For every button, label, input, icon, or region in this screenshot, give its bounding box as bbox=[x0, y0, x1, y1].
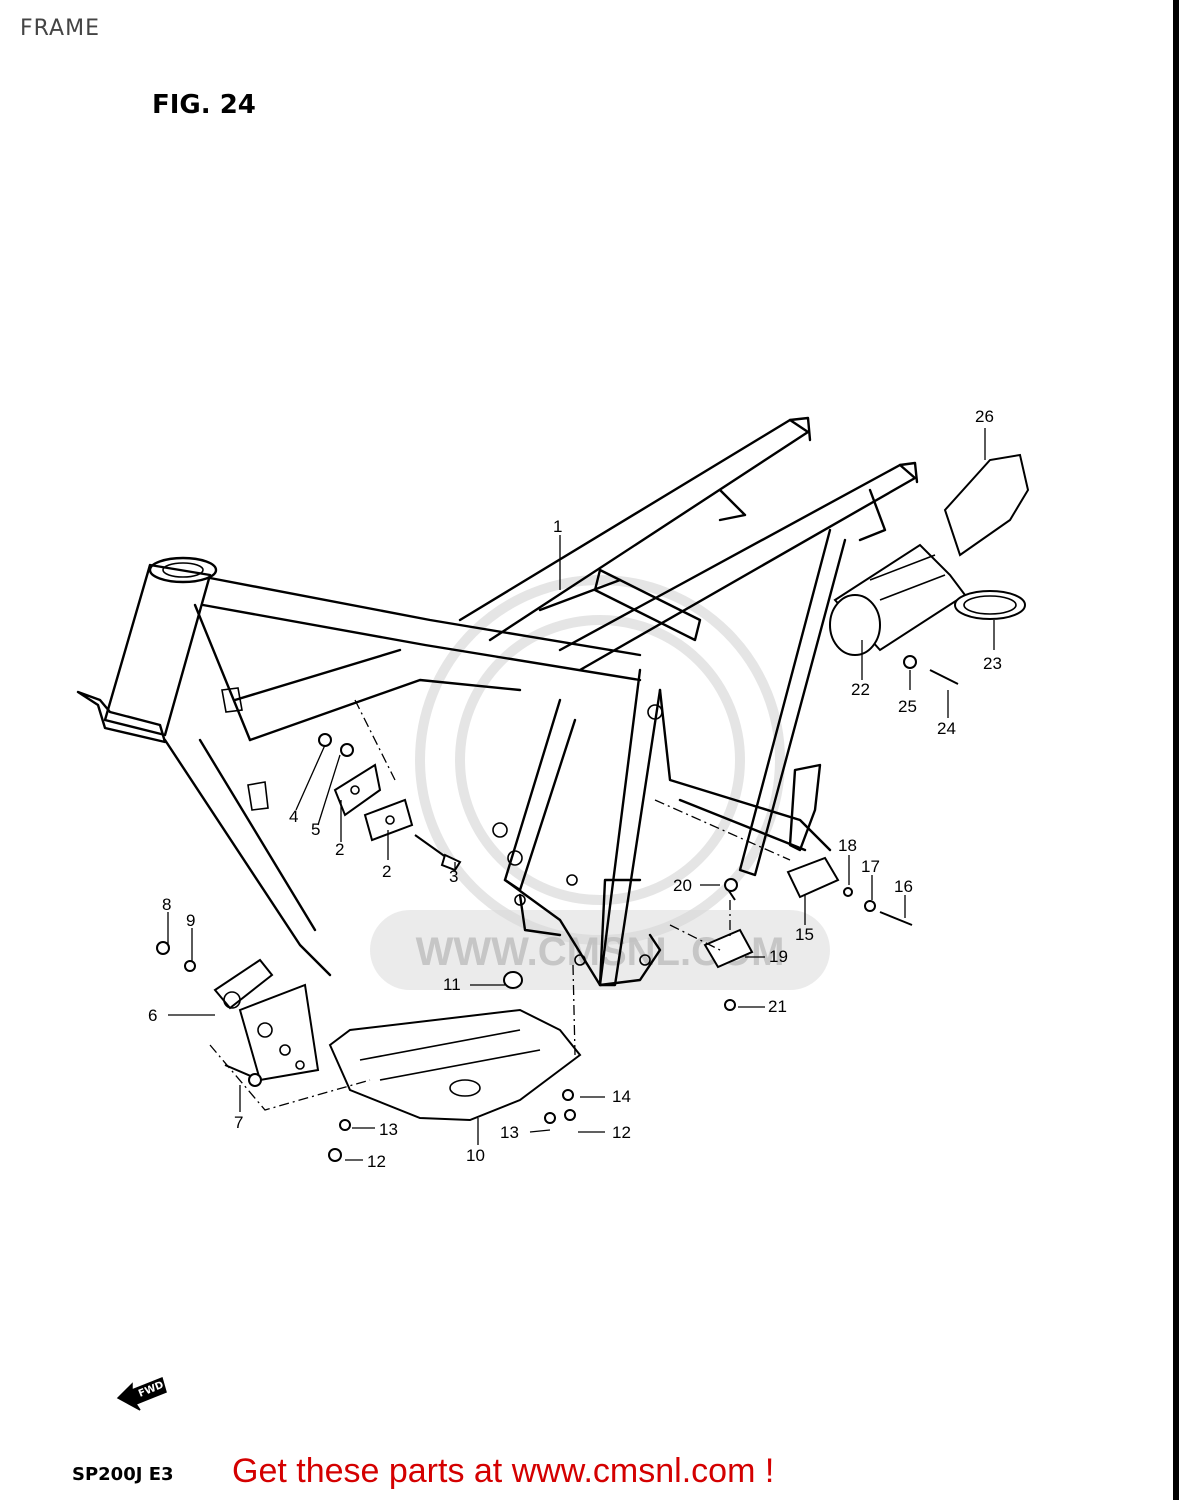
callout-24: 24 bbox=[937, 719, 956, 738]
callout-2b: 2 bbox=[382, 862, 391, 881]
callout-20: 20 bbox=[673, 876, 692, 895]
callout-11: 11 bbox=[443, 975, 461, 994]
watermark-logo: WWW.CMSNL.COM bbox=[370, 575, 830, 990]
page-title: FRAME bbox=[20, 16, 100, 41]
callout-12a: 12 bbox=[367, 1152, 386, 1171]
page-edge-border bbox=[1173, 0, 1179, 1500]
callout-3: 3 bbox=[449, 867, 458, 886]
callout-12b: 12 bbox=[612, 1123, 631, 1142]
callout-numbers: 1 2 2 3 4 5 6 7 8 9 10 11 12 12 13 13 14… bbox=[148, 407, 1002, 1171]
callout-14: 14 bbox=[612, 1087, 631, 1106]
callout-17: 17 bbox=[861, 857, 880, 876]
promo-link-text[interactable]: Get these parts at www.cmsnl.com ! bbox=[232, 1452, 775, 1490]
callout-21: 21 bbox=[768, 997, 787, 1016]
callout-4: 4 bbox=[289, 807, 298, 826]
callout-13a: 13 bbox=[379, 1120, 398, 1139]
engine-mount-plates bbox=[318, 733, 462, 872]
figure-label: FIG. 24 bbox=[152, 90, 256, 120]
rubber-dampers bbox=[703, 856, 913, 1011]
callout-8: 8 bbox=[162, 895, 171, 914]
callout-16: 16 bbox=[894, 877, 913, 896]
callout-23: 23 bbox=[983, 654, 1002, 673]
callout-2a: 2 bbox=[335, 840, 344, 859]
leader-lines bbox=[167, 428, 995, 1161]
callout-22: 22 bbox=[851, 680, 870, 699]
callout-13b: 13 bbox=[500, 1123, 519, 1142]
callout-10: 10 bbox=[466, 1146, 485, 1165]
construction-lines bbox=[209, 699, 791, 1111]
model-code: SP200J E3 bbox=[72, 1464, 174, 1485]
callout-26: 26 bbox=[975, 407, 994, 426]
callout-25: 25 bbox=[898, 697, 917, 716]
forward-arrow-icon: FWD bbox=[116, 1376, 167, 1411]
callout-15: 15 bbox=[795, 925, 814, 944]
callout-9: 9 bbox=[186, 911, 195, 930]
callout-19: 19 bbox=[769, 947, 788, 966]
callout-7: 7 bbox=[234, 1113, 243, 1132]
skid-plate-assembly bbox=[156, 941, 582, 1162]
callout-1: 1 bbox=[553, 517, 562, 536]
main-frame bbox=[76, 416, 919, 987]
callout-5: 5 bbox=[311, 820, 320, 839]
intake-components bbox=[829, 453, 1030, 685]
callout-6: 6 bbox=[148, 1006, 157, 1025]
callout-18: 18 bbox=[838, 836, 857, 855]
